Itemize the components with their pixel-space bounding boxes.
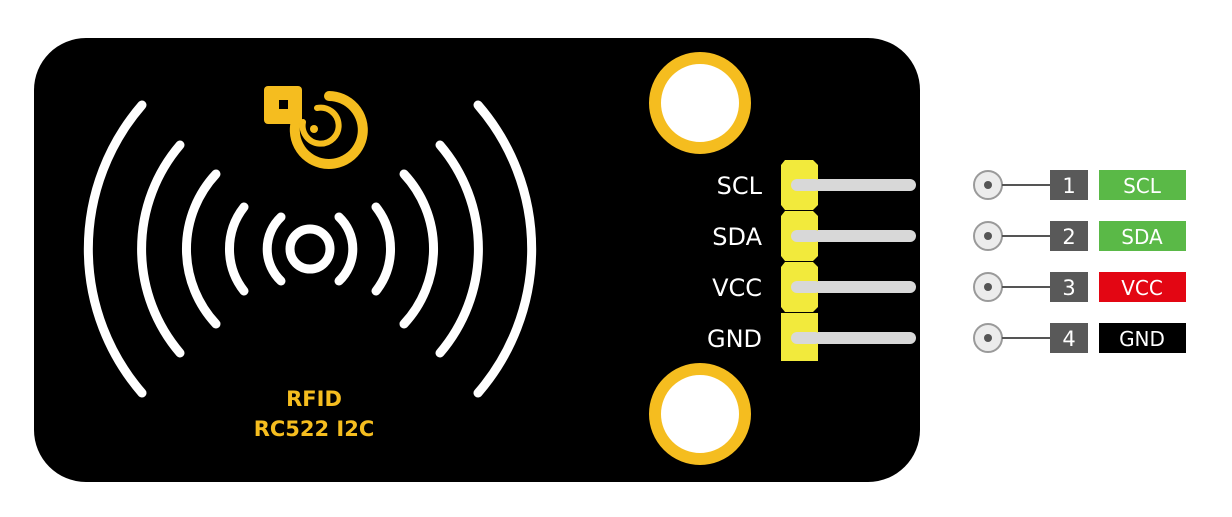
pin-name: GND (1119, 327, 1165, 351)
mounting-hole-icon (649, 52, 751, 154)
module-title-line2: RC522 I2C (254, 417, 375, 441)
legend-row: 4 GND (973, 323, 1186, 353)
legend-row: 3 VCC (973, 272, 1186, 302)
pin-number: 2 (1062, 225, 1075, 249)
rfid-logo-icon (264, 86, 368, 169)
pin-number: 4 (1062, 327, 1075, 351)
pin-label-sda: SDA (712, 223, 762, 251)
module-title-line1: RFID (286, 387, 342, 411)
pin-name-box (1099, 272, 1186, 302)
legend-row: 2 SDA (973, 221, 1186, 251)
pin-number: 1 (1062, 174, 1075, 198)
pin-name: VCC (1121, 276, 1163, 300)
pin-number-box (1050, 221, 1088, 251)
legend-row: 1 SCL (973, 170, 1186, 200)
pin-label-scl: SCL (717, 172, 763, 200)
pin-number: 3 (1062, 276, 1075, 300)
pin-label-vcc: VCC (712, 274, 762, 302)
pin-number-box (1050, 170, 1088, 200)
pin-name-box (1099, 221, 1186, 251)
pin-name: SCL (1123, 174, 1162, 198)
pin-number-box (1050, 323, 1088, 353)
pin-label-gnd: GND (707, 325, 762, 353)
pin-name-box (1099, 323, 1186, 353)
pin-name-box (1099, 170, 1186, 200)
pin-name: SDA (1121, 225, 1163, 249)
nfc-waves-icon (83, 100, 537, 398)
pin-header-holes (791, 179, 821, 344)
mounting-hole-icon (649, 363, 751, 465)
pin-number-box (1050, 272, 1088, 302)
